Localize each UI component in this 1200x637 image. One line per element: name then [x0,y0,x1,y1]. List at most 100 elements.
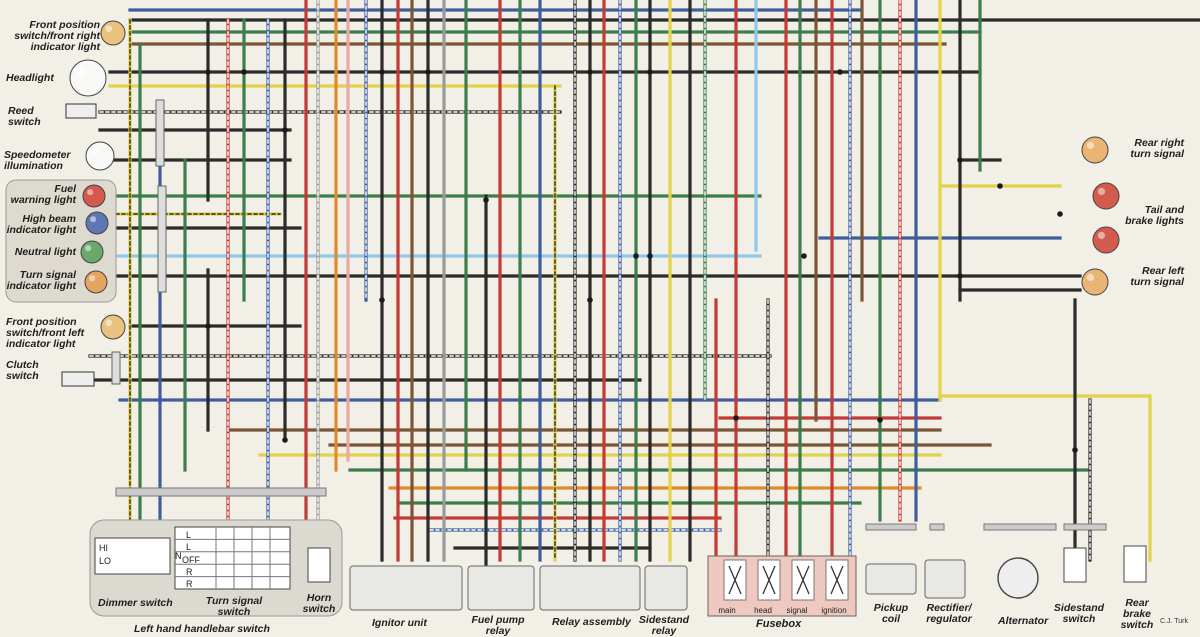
sidestand-switch-body [1063,547,1087,583]
fuel-pump-relay-box [467,565,535,611]
fuse-element [728,565,742,595]
clutch-switch-body [61,371,95,387]
fuse-label-head: head [754,606,772,615]
headlight-bulb [69,59,107,97]
dimmer-pos-lo: LO [99,556,112,566]
fuse-element [796,565,810,595]
turn-pos-l1: L [186,530,192,540]
label-reed-switch: Reed switch [8,105,41,128]
turn-pos-l2: L [186,542,192,552]
reed-switch-body [65,103,97,119]
label-pickup-coil: Pickup coil [873,602,909,625]
turn-signal-switch-grid [174,526,291,590]
junction-dot [997,183,1003,189]
junction-dot [587,69,593,75]
turn-pos-n: N [175,551,182,561]
pickup-coil-box [865,563,917,595]
dimmer-pos-hi: HI [99,543,108,553]
fuse-element [830,565,844,595]
front-left-position-bulb-shine [105,319,113,327]
rectifier-box [924,559,966,599]
connector-strip [929,523,945,531]
junction-dot [957,273,963,279]
turn-indicator-bulb [84,270,108,294]
brake-light-bulb-shine [1097,231,1106,240]
label-alternator: Alternator [998,615,1049,627]
junction-dot [957,157,963,163]
junction-dot [633,253,639,259]
label-relay-assembly: Relay assembly [552,616,631,628]
label-tail-brake: Tail and brake lights [1125,204,1184,227]
label-headlight: Headlight [6,72,54,84]
junction-dot [647,253,653,259]
label-fuel-warning: Fuel warning light [10,183,76,206]
brake-light-bulb [1092,226,1120,254]
connector-strip [983,523,1057,531]
label-high-beam: High beam indicator light [6,213,76,236]
neutral-bulb [80,240,104,264]
connector-strip [1063,523,1107,531]
horn-switch-body [307,547,331,583]
neutral-bulb-shine [85,245,92,252]
junction-dot [647,69,653,75]
junction-dot [1072,447,1078,453]
junction-dot [587,297,593,303]
high-beam-bulb-shine [90,216,97,223]
junction-dot [1057,211,1063,217]
ignitor-unit-box [349,565,463,611]
label-turn-indicator: Turn signal indicator light [6,269,76,292]
connector-block [111,351,121,385]
junction-dot [483,197,489,203]
relay-assembly-box [539,565,641,611]
junction-dot [733,415,739,421]
rear-brake-switch-body [1123,545,1147,583]
connector-block [157,185,167,293]
rear-right-turn-bulb-shine [1086,141,1095,150]
rear-right-turn-bulb [1081,136,1109,164]
label-rectifier: Rectifier/ regulator [926,602,972,625]
junction-dot [282,127,288,133]
label-rear-brake-switch: Rear brake switch [1120,597,1154,631]
instrument-panel [5,179,117,303]
rear-left-turn-bulb-shine [1086,273,1095,282]
speedometer-illumination-bulb [85,141,115,171]
connector-block [155,99,165,167]
label-rear-right: Rear right turn signal [1130,137,1184,160]
label-sidestand-switch: Sidestand switch [1053,602,1105,625]
fuse-label-signal: signal [786,606,808,615]
alternator-body [997,557,1039,599]
label-fusebox: Fusebox [756,618,802,630]
junction-dot [205,69,211,75]
speedometer-illumination-bulb-shine [91,147,100,156]
headlight-bulb-shine [76,66,87,77]
sidestand-relay-box [644,565,688,611]
junction-dot [877,417,883,423]
junction-dot [379,69,385,75]
junction-dot [801,253,807,259]
junction-dot [205,323,211,329]
turn-indicator-bulb-shine [89,275,96,282]
label-clutch-switch: Clutch switch [6,359,39,382]
front-right-position-bulb [100,20,126,46]
tail-light-bulb-shine [1097,187,1106,196]
components [5,20,1147,617]
fuse-label-main: main [718,606,736,615]
front-left-position-bulb [100,314,126,340]
fuel-warning-bulb [82,184,106,208]
front-right-position-bulb-shine [105,25,113,33]
label-speedometer-illumination: Speedometer illumination [4,149,71,172]
label-turn-signal-switch: Turn signal switch [205,595,263,618]
wire-harness [88,0,1200,572]
turn-pos-r1: R [186,567,193,577]
label-rear-left: Rear left turn signal [1130,265,1184,288]
label-front-position-left: Front position switch/front left indicat… [6,316,85,350]
label-ignitor: Ignitor unit [372,617,427,629]
label-fuel-pump-relay: Fuel pump relay [471,614,525,637]
dimmer-switch-grid [94,537,171,575]
label-horn-switch: Horn switch [302,592,336,615]
label-left-handlebar: Left hand handlebar switch [134,623,270,635]
junction-dot [425,69,431,75]
junction-dot [837,69,843,75]
fuse-element [762,565,776,595]
